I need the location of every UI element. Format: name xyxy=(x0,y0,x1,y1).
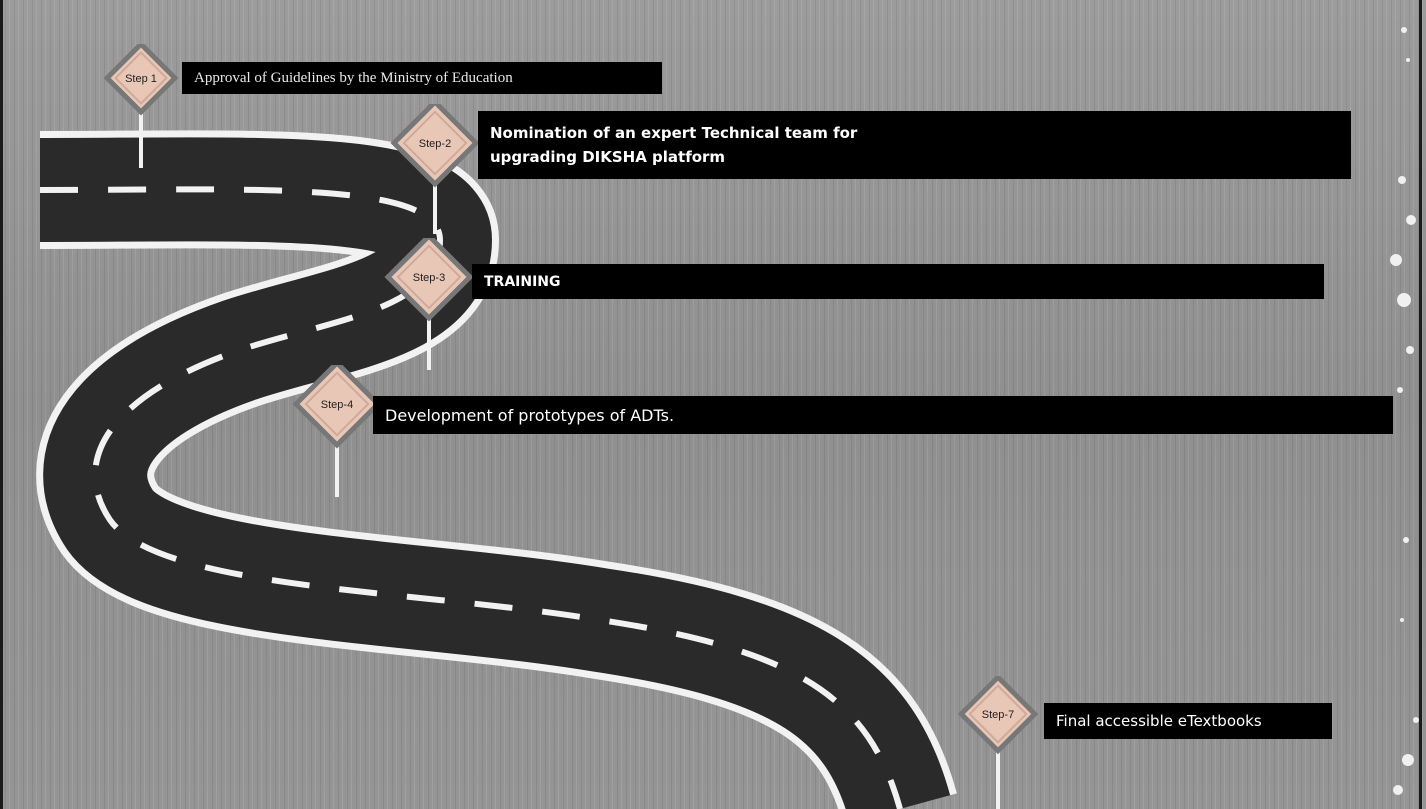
step-3-text: TRAINING xyxy=(484,274,561,290)
step-7-sign: Step-7 xyxy=(955,676,1045,809)
step-4-badge: Step-4 xyxy=(321,399,353,411)
step-7-text: Final accessible eTextbooks xyxy=(1056,712,1262,730)
step-3-sign: Step-3 xyxy=(379,238,479,370)
step-2-banner: Nomination of an expert Technical team f… xyxy=(478,111,1351,179)
step-2-badge: Step-2 xyxy=(419,138,451,150)
step-1-banner: Approval of Guidelines by the Ministry o… xyxy=(182,62,662,94)
step-1-text: Approval of Guidelines by the Ministry o… xyxy=(194,70,513,87)
step-4-banner: Development of prototypes of ADTs. xyxy=(373,396,1393,434)
step-7-badge: Step-7 xyxy=(982,709,1014,721)
step-2-text-line1: Nomination of an expert Technical team f… xyxy=(490,124,857,142)
step-3-banner: TRAINING xyxy=(472,264,1324,299)
step-1-badge: Step 1 xyxy=(125,73,157,85)
step-3-badge: Step-3 xyxy=(413,272,445,284)
step-2-sign: Step-2 xyxy=(385,104,485,234)
step-1-sign: Step 1 xyxy=(100,44,182,168)
step-7-banner: Final accessible eTextbooks xyxy=(1044,703,1332,739)
step-4-text: Development of prototypes of ADTs. xyxy=(385,406,674,425)
step-2-text-line2: upgrading DIKSHA platform xyxy=(490,148,725,166)
